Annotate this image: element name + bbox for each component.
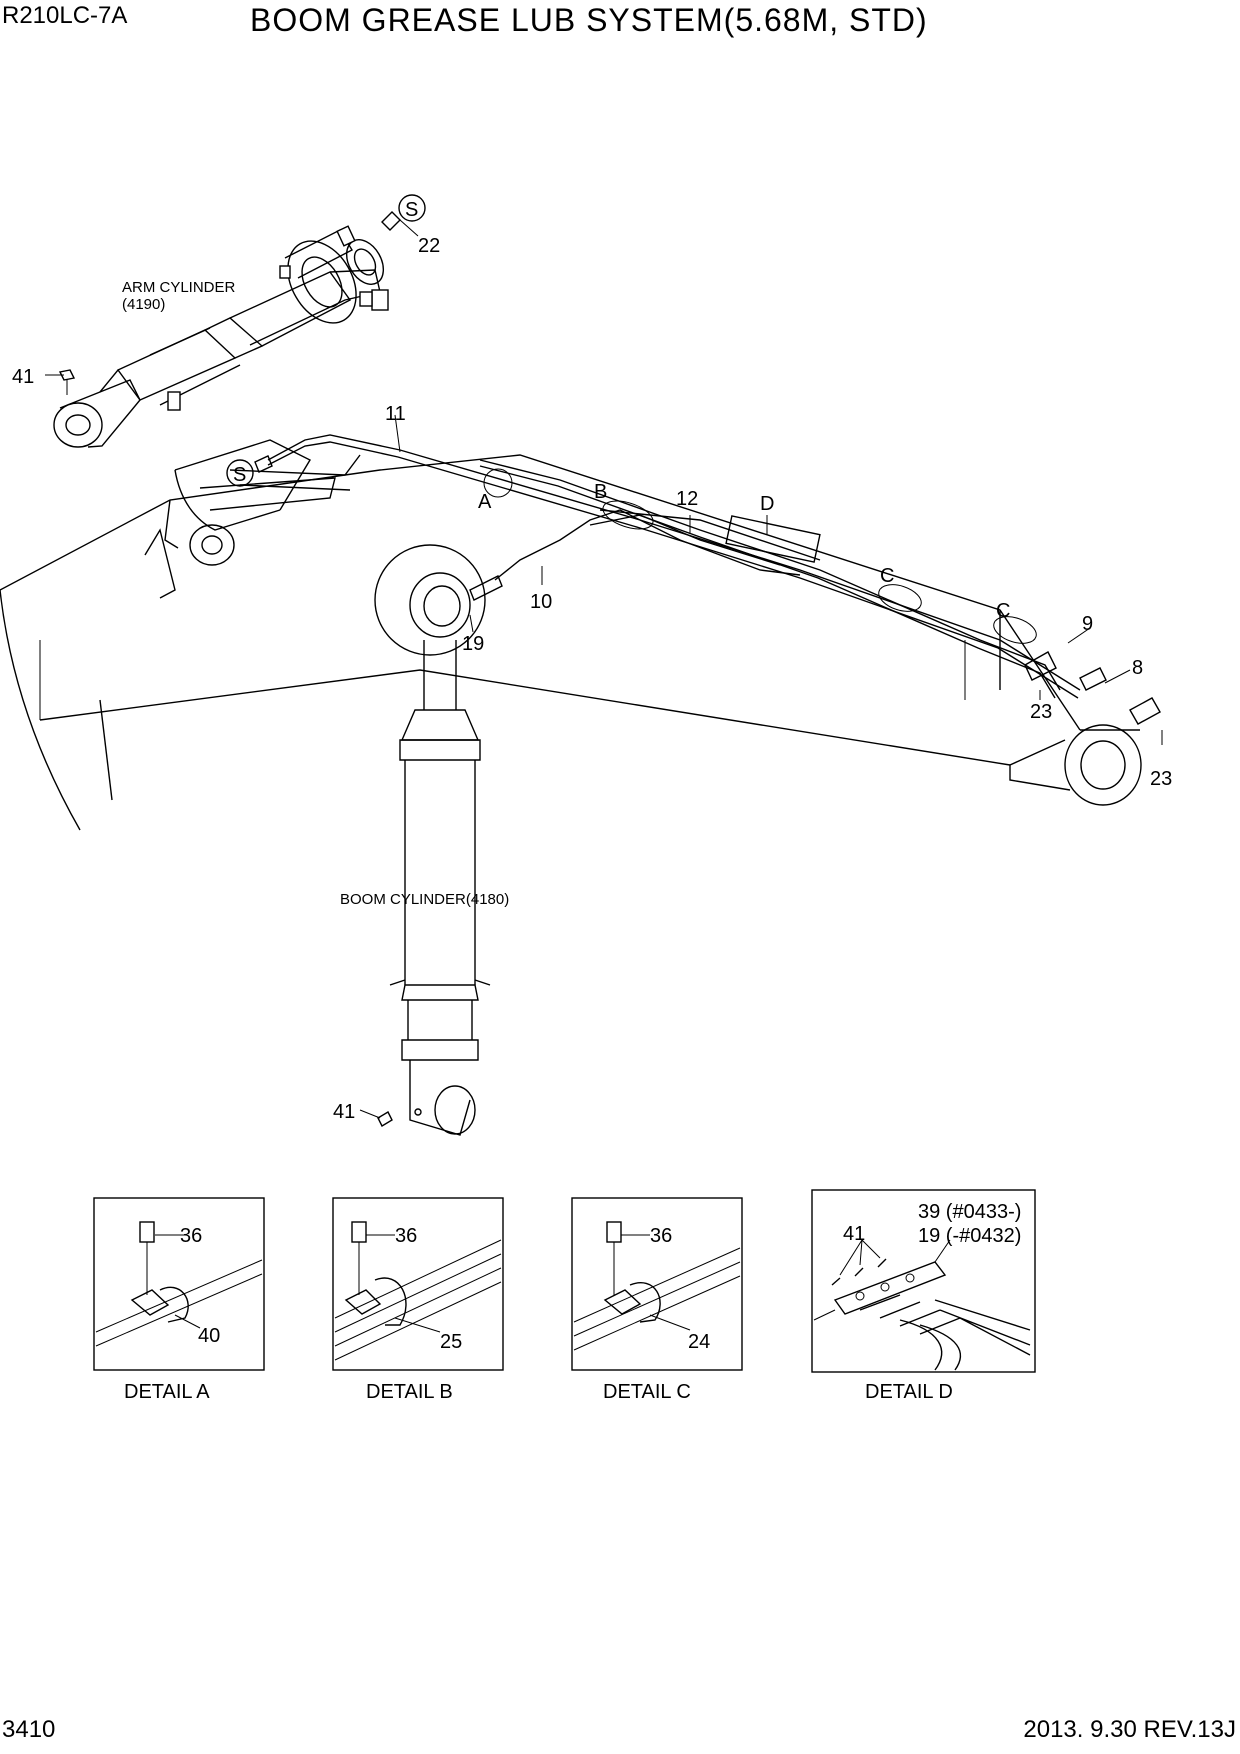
detail-a-clamp: 40 [198, 1325, 220, 1347]
detail-a-caption: DETAIL A [124, 1381, 210, 1403]
label-boom-cylinder: BOOM CYLINDER(4180) [340, 891, 509, 908]
callout-d: D [760, 493, 774, 515]
callout-22: 22 [418, 235, 440, 257]
revision-date: 2013. 9.30 REV.13J [1023, 1716, 1236, 1743]
detail-d-caption: DETAIL D [865, 1381, 953, 1403]
detail-d-part41: 41 [843, 1223, 865, 1245]
callout-c1: C [880, 565, 894, 587]
callout-10: 10 [530, 591, 552, 613]
page-number: 3410 [2, 1716, 56, 1743]
callout-11: 11 [385, 403, 406, 425]
label-arm-cylinder: ARM CYLINDER [122, 279, 236, 296]
page-title: BOOM GREASE LUB SYSTEM(5.68M, STD) [250, 2, 928, 38]
label-arm-cylinder-code: (4190) [122, 296, 165, 313]
callout-41-arm: 41 [12, 366, 34, 388]
callout-leaders [226, 194, 1163, 745]
callout-c2: C [996, 600, 1010, 622]
detail-b-clamp: 25 [440, 1331, 462, 1353]
boom-cylinder-drawing [359, 544, 491, 1136]
detail-d-part39: 39 (#0433-) [918, 1201, 1021, 1223]
detail-d-part19: 19 (-#0432) [918, 1225, 1021, 1247]
detail-c: 36 24 [571, 1197, 743, 1371]
detail-b-bolt: 36 [395, 1225, 417, 1247]
model-number: R210LC-7A [2, 2, 128, 29]
detail-b-caption: DETAIL B [366, 1381, 453, 1403]
detail-d: 41 39 (#0433-) 19 (-#0432) [811, 1189, 1036, 1373]
boom-drawing [0, 439, 1142, 831]
detail-a-bolt: 36 [180, 1225, 202, 1247]
callout-41-boom: 41 [333, 1101, 355, 1123]
callout-b: B [594, 481, 607, 503]
detail-c-clamp: 24 [688, 1331, 710, 1353]
arm-cylinder-drawing [45, 211, 419, 448]
callout-8: 8 [1132, 657, 1143, 679]
callout-19: 19 [462, 633, 484, 655]
callout-9: 9 [1082, 613, 1093, 635]
callout-12: 12 [676, 488, 698, 510]
detail-c-caption: DETAIL C [603, 1381, 691, 1403]
grease-lines [254, 434, 1161, 725]
detail-a: 36 40 [93, 1197, 265, 1371]
detail-b: 36 25 [332, 1197, 504, 1371]
callout-s-boom: S [233, 464, 246, 486]
callout-a: A [478, 491, 492, 513]
callout-s-top: S [405, 199, 418, 221]
callout-23b: 23 [1150, 768, 1172, 790]
detail-c-bolt: 36 [650, 1225, 672, 1247]
callout-23a: 23 [1030, 701, 1052, 723]
